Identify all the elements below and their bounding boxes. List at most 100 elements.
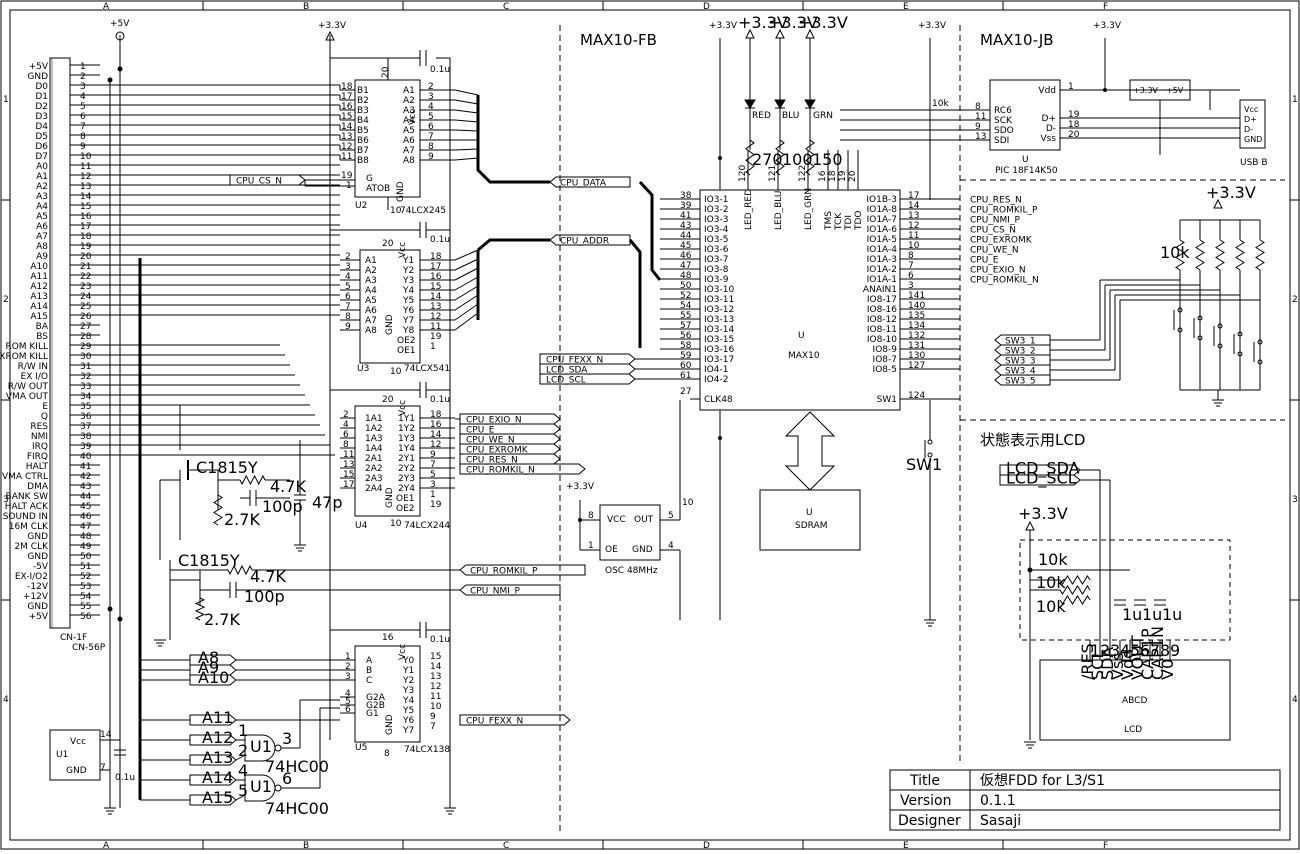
max10-left-pin: IO3-12 <box>704 305 734 315</box>
max10-right-pin-number: 132 <box>908 331 925 341</box>
max10-right-net: CPU_NMI_P <box>970 216 1020 226</box>
connector-pin-number: 51 <box>80 562 91 572</box>
connector-pin-number: 10 <box>80 152 92 162</box>
u5-y-pin-number: 11 <box>430 692 441 702</box>
net-lcd-scl: LCD_SCL <box>546 376 586 386</box>
u2-a-pin: A8 <box>403 156 415 166</box>
u4-y-pin: 2Y2 <box>398 464 415 474</box>
lcd-pin-number: 6 <box>1140 641 1150 660</box>
u5-in-pin: A <box>366 656 373 666</box>
u3-a-pin-number: 7 <box>345 302 351 312</box>
lcd-pin: VOUT <box>1128 635 1147 680</box>
max10-right-net: CPU_E <box>970 256 999 266</box>
net-cpu-fexx-n: CPU_FEXX_N <box>546 356 603 366</box>
u2-b-pin: B2 <box>357 96 369 106</box>
u3-a-pin-number: 2 <box>345 252 351 262</box>
u4-oe-pin-number: 19 <box>430 500 442 510</box>
u3-oe-pin: OE1 <box>397 346 416 356</box>
max10-right-pin-number: 141 <box>908 291 925 301</box>
nand2-pin5: 5 <box>238 781 248 800</box>
connector-pin-label: 2M CLK <box>14 542 49 552</box>
timing-cap-100p-1: 100p <box>262 497 303 516</box>
u3-gnd-pin: 10 <box>390 367 402 377</box>
net-cpu-data: CPU_DATA <box>560 179 607 189</box>
u2-b-pin: B7 <box>357 146 369 156</box>
u1-power-vcc-pin: 14 <box>100 730 112 740</box>
u5-in-pin: G2A <box>366 693 386 703</box>
connector-pin-number: 9 <box>80 142 86 152</box>
pic-left-pin-number: 8 <box>975 102 981 112</box>
pic-left-pin-number: 9 <box>975 122 981 132</box>
max10-top-pin: TMS <box>824 211 834 231</box>
frame-col-F: F <box>1103 2 1108 12</box>
u5-y-pin: Y3 <box>402 686 414 696</box>
max10-right-pin: IO1A-4 <box>867 245 898 255</box>
max10-left-pin-number: 43 <box>680 221 691 231</box>
u3-a-pin: A5 <box>365 296 377 306</box>
usb-pin: GND <box>1244 135 1262 144</box>
u5-y-pin: Y6 <box>402 716 414 726</box>
sdram-part: SDRAM <box>795 521 827 531</box>
u5-y-pin-number: 7 <box>430 722 436 732</box>
connector-pin-number: 29 <box>80 342 92 352</box>
u3-y-pin: Y1 <box>402 256 414 266</box>
nand1-part: 74HC00 <box>265 757 329 776</box>
max10-right-pin: IO8-5 <box>873 365 897 375</box>
max10-right-net: CPU_ROMKIL_N <box>970 276 1039 286</box>
u3-vcc-pin: 20 <box>382 239 394 249</box>
max10-right-pin-number: 131 <box>908 341 925 351</box>
connector-pin-label: A13 <box>30 292 48 302</box>
sdram-bus-arrow <box>784 411 836 491</box>
max10-part: MAX10 <box>788 351 820 361</box>
connector-pin-number: 8 <box>80 132 86 142</box>
connector-pin-label: D1 <box>35 92 48 102</box>
led-supply: +3.3V <box>738 13 788 32</box>
u2-vcc: Vcc <box>408 109 418 125</box>
u5-body <box>354 645 421 743</box>
u4-y-pin-number: 14 <box>430 430 442 440</box>
u5-in-pin: G2B <box>366 701 385 711</box>
u2-b-pin: B3 <box>357 106 369 116</box>
connector-pin-label: +5V <box>29 62 49 72</box>
connector-pin-label: A4 <box>36 202 48 212</box>
connector-pin-number: 34 <box>80 392 92 402</box>
max10-left-pin: IO3-14 <box>704 325 734 335</box>
u3-y-pin-number: 12 <box>430 312 441 322</box>
u4-y-pin-number: 7 <box>430 460 436 470</box>
connector-pin-label: A1 <box>36 172 48 182</box>
led-red-label: RED <box>752 111 771 121</box>
nand2-pin4: 4 <box>238 761 248 780</box>
u5-y-pin: Y4 <box>402 696 414 706</box>
max10-left-pin: IO3-11 <box>704 295 734 305</box>
connector-pin-label: D2 <box>35 102 48 112</box>
lcd-res-3: 10k <box>1036 597 1066 616</box>
connector-pin-label: +12V <box>23 592 49 602</box>
u5-y-pin-number: 10 <box>430 702 442 712</box>
u5-in-pin-number: 5 <box>345 697 351 707</box>
connector-pin-number: 11 <box>80 162 91 172</box>
connector-pin-number: 6 <box>80 112 86 122</box>
max10-top-pin: TDI <box>844 215 854 231</box>
net-sw3: SW3_2 <box>1005 347 1036 357</box>
u3-y-pin: Y5 <box>402 296 414 306</box>
u2-a-pin-number: 9 <box>428 152 434 162</box>
max10-left-pin: IO3-9 <box>704 275 729 285</box>
u4-y-pin: 1Y1 <box>398 414 415 424</box>
frame-col-A: A <box>103 2 110 12</box>
u4-body <box>354 405 421 517</box>
max10-left-pin-number: 57 <box>680 321 691 331</box>
u2-a-pin: A5 <box>403 126 415 136</box>
pic-right-pin-number: 20 <box>1068 130 1080 140</box>
u2-g-pin: G <box>366 174 373 184</box>
u3-a-pin-number: 6 <box>345 292 351 302</box>
max10-top-pin-number: 19 <box>838 170 848 182</box>
connector-pin-label: DMA <box>27 482 49 492</box>
connector-pin-number: 45 <box>80 502 91 512</box>
net-cpu-fexx-n-u5: CPU_FEXX_N <box>466 717 523 727</box>
connector-pin-number: 39 <box>80 442 92 452</box>
lcd-pin-number: 8 <box>1160 641 1170 660</box>
u3-y-pin: Y2 <box>402 266 414 276</box>
max10-left-pin-number: 44 <box>680 231 692 241</box>
u4-ref: U4 <box>355 521 368 531</box>
